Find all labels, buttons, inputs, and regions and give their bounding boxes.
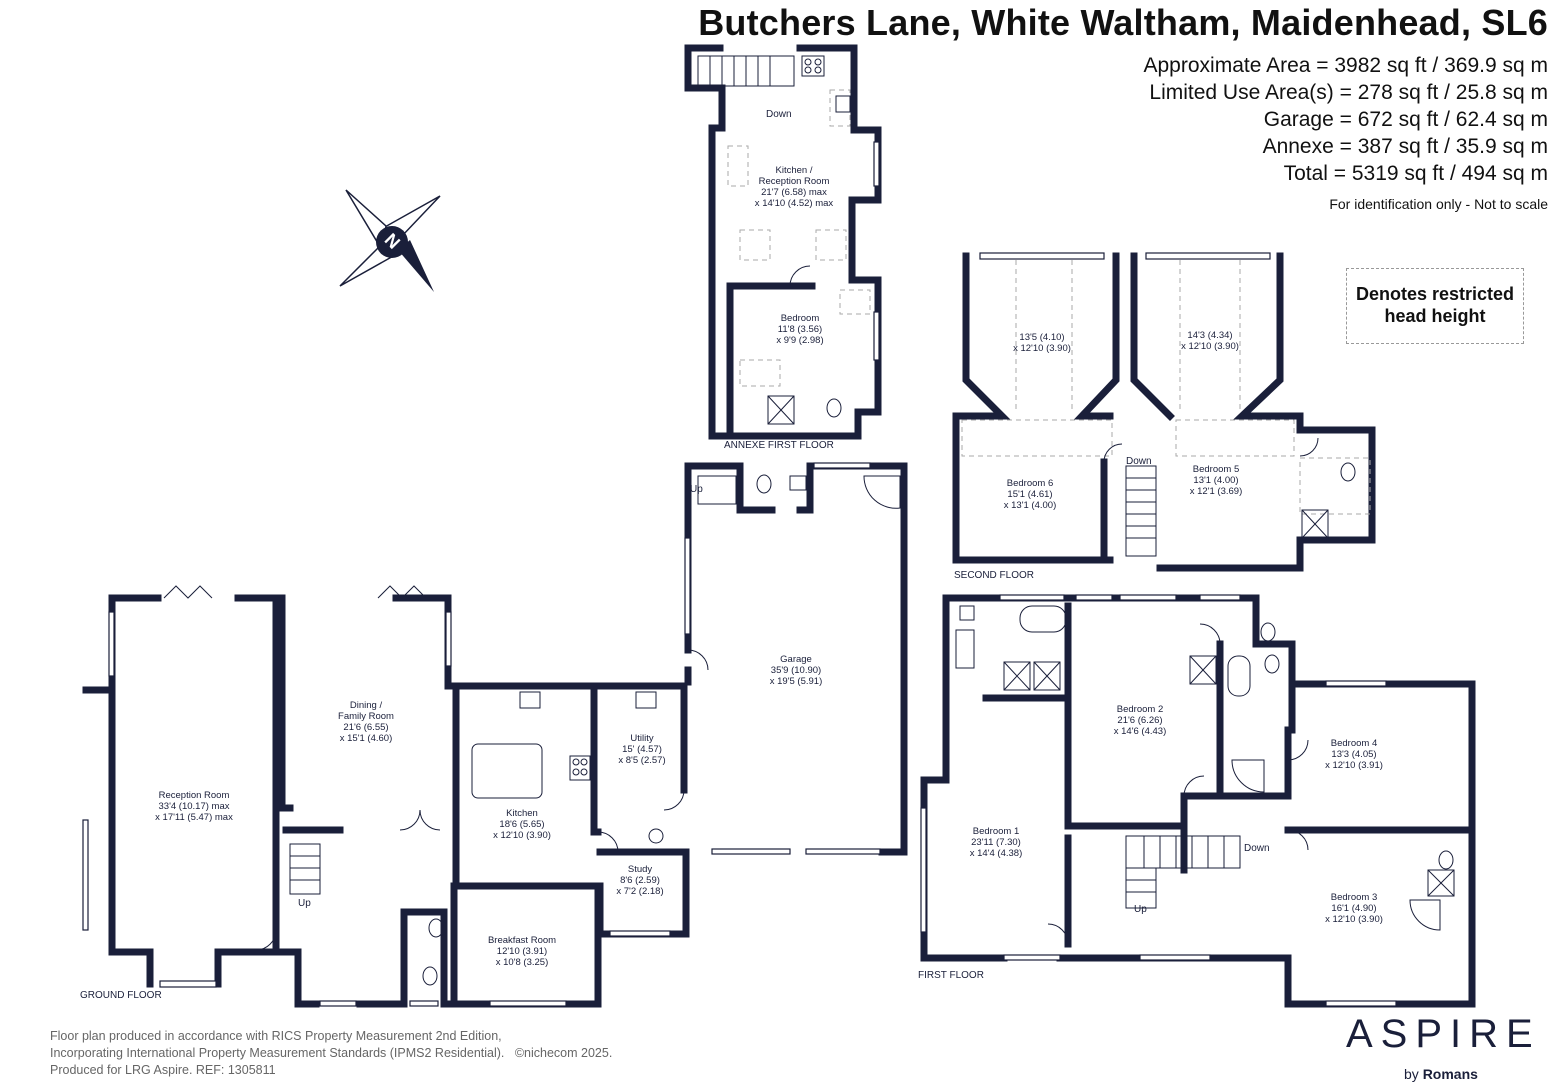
annexe-first-floor-walls [684,44,882,440]
restricted-height-legend: Denotes restricted head height [1346,268,1524,344]
room-bedroom6-upper: 13'5 (4.10)x 12'10 (3.90) [1013,332,1071,354]
first-floor-walls [920,594,1476,1008]
garage-stair-up: Up [690,484,703,495]
compass-rose [339,189,441,292]
ground-stair-up: Up [298,898,311,909]
floor-label-annexe: ANNEXE FIRST FLOOR [724,440,834,451]
restricted-height-areas [727,89,1371,515]
scale-note: For identification only - Not to scale [1329,196,1548,212]
second-floor-stair-down: Down [1126,456,1152,467]
floor-label-ground: GROUND FLOOR [80,990,162,1001]
brand-logo: ASPIRE [1346,1012,1541,1056]
footer-note: Floor plan produced in accordance with R… [50,1028,612,1079]
area-approximate: Approximate Area = 3982 sq ft / 369.9 sq… [1143,54,1549,77]
footer-copyright: ©nichecom 2025. [514,1046,613,1060]
second-floor-walls [952,252,1376,572]
brand-subline: by Romans [1404,1066,1478,1082]
room-dining: Dining /Family Room 21'6 (6.55)x 15'1 (4… [338,700,394,744]
legend-line-1: Denotes restricted [1355,284,1515,304]
area-annexe: Annexe = 387 sq ft / 35.9 sq m [1262,135,1548,158]
footer-line-2: Incorporating International Property Mea… [50,1046,505,1060]
annexe-stair-down: Down [766,109,792,120]
floor-label-second: SECOND FLOOR [954,570,1035,581]
floor-label-first: FIRST FLOOR [918,970,984,981]
area-summary: Approximate Area = 3982 sq ft / 369.9 sq… [1144,52,1549,187]
area-garage: Garage = 672 sq ft / 62.4 sq m [1263,108,1548,131]
first-floor-stair-down: Down [1244,843,1270,854]
legend-line-2: head height [1384,306,1486,326]
page-title: Butchers Lane, White Waltham, Maidenhead… [698,2,1548,43]
footer-line-3: Produced for LRG Aspire. REF: 1305811 [50,1063,276,1077]
first-floor-stair-up: Up [1134,904,1147,915]
room-bedroom5-upper: 14'3 (4.34)x 12'10 (3.90) [1181,330,1239,352]
area-total: Total = 5319 sq ft / 494 sq m [1283,162,1548,185]
fixtures [422,55,1455,986]
windows [82,141,1397,1007]
staircases [289,55,1241,909]
footer-line-1: Floor plan produced in accordance with R… [50,1029,502,1043]
area-limited-use: Limited Use Area(s) = 278 sq ft / 25.8 s… [1149,81,1548,104]
doors [163,265,1319,951]
